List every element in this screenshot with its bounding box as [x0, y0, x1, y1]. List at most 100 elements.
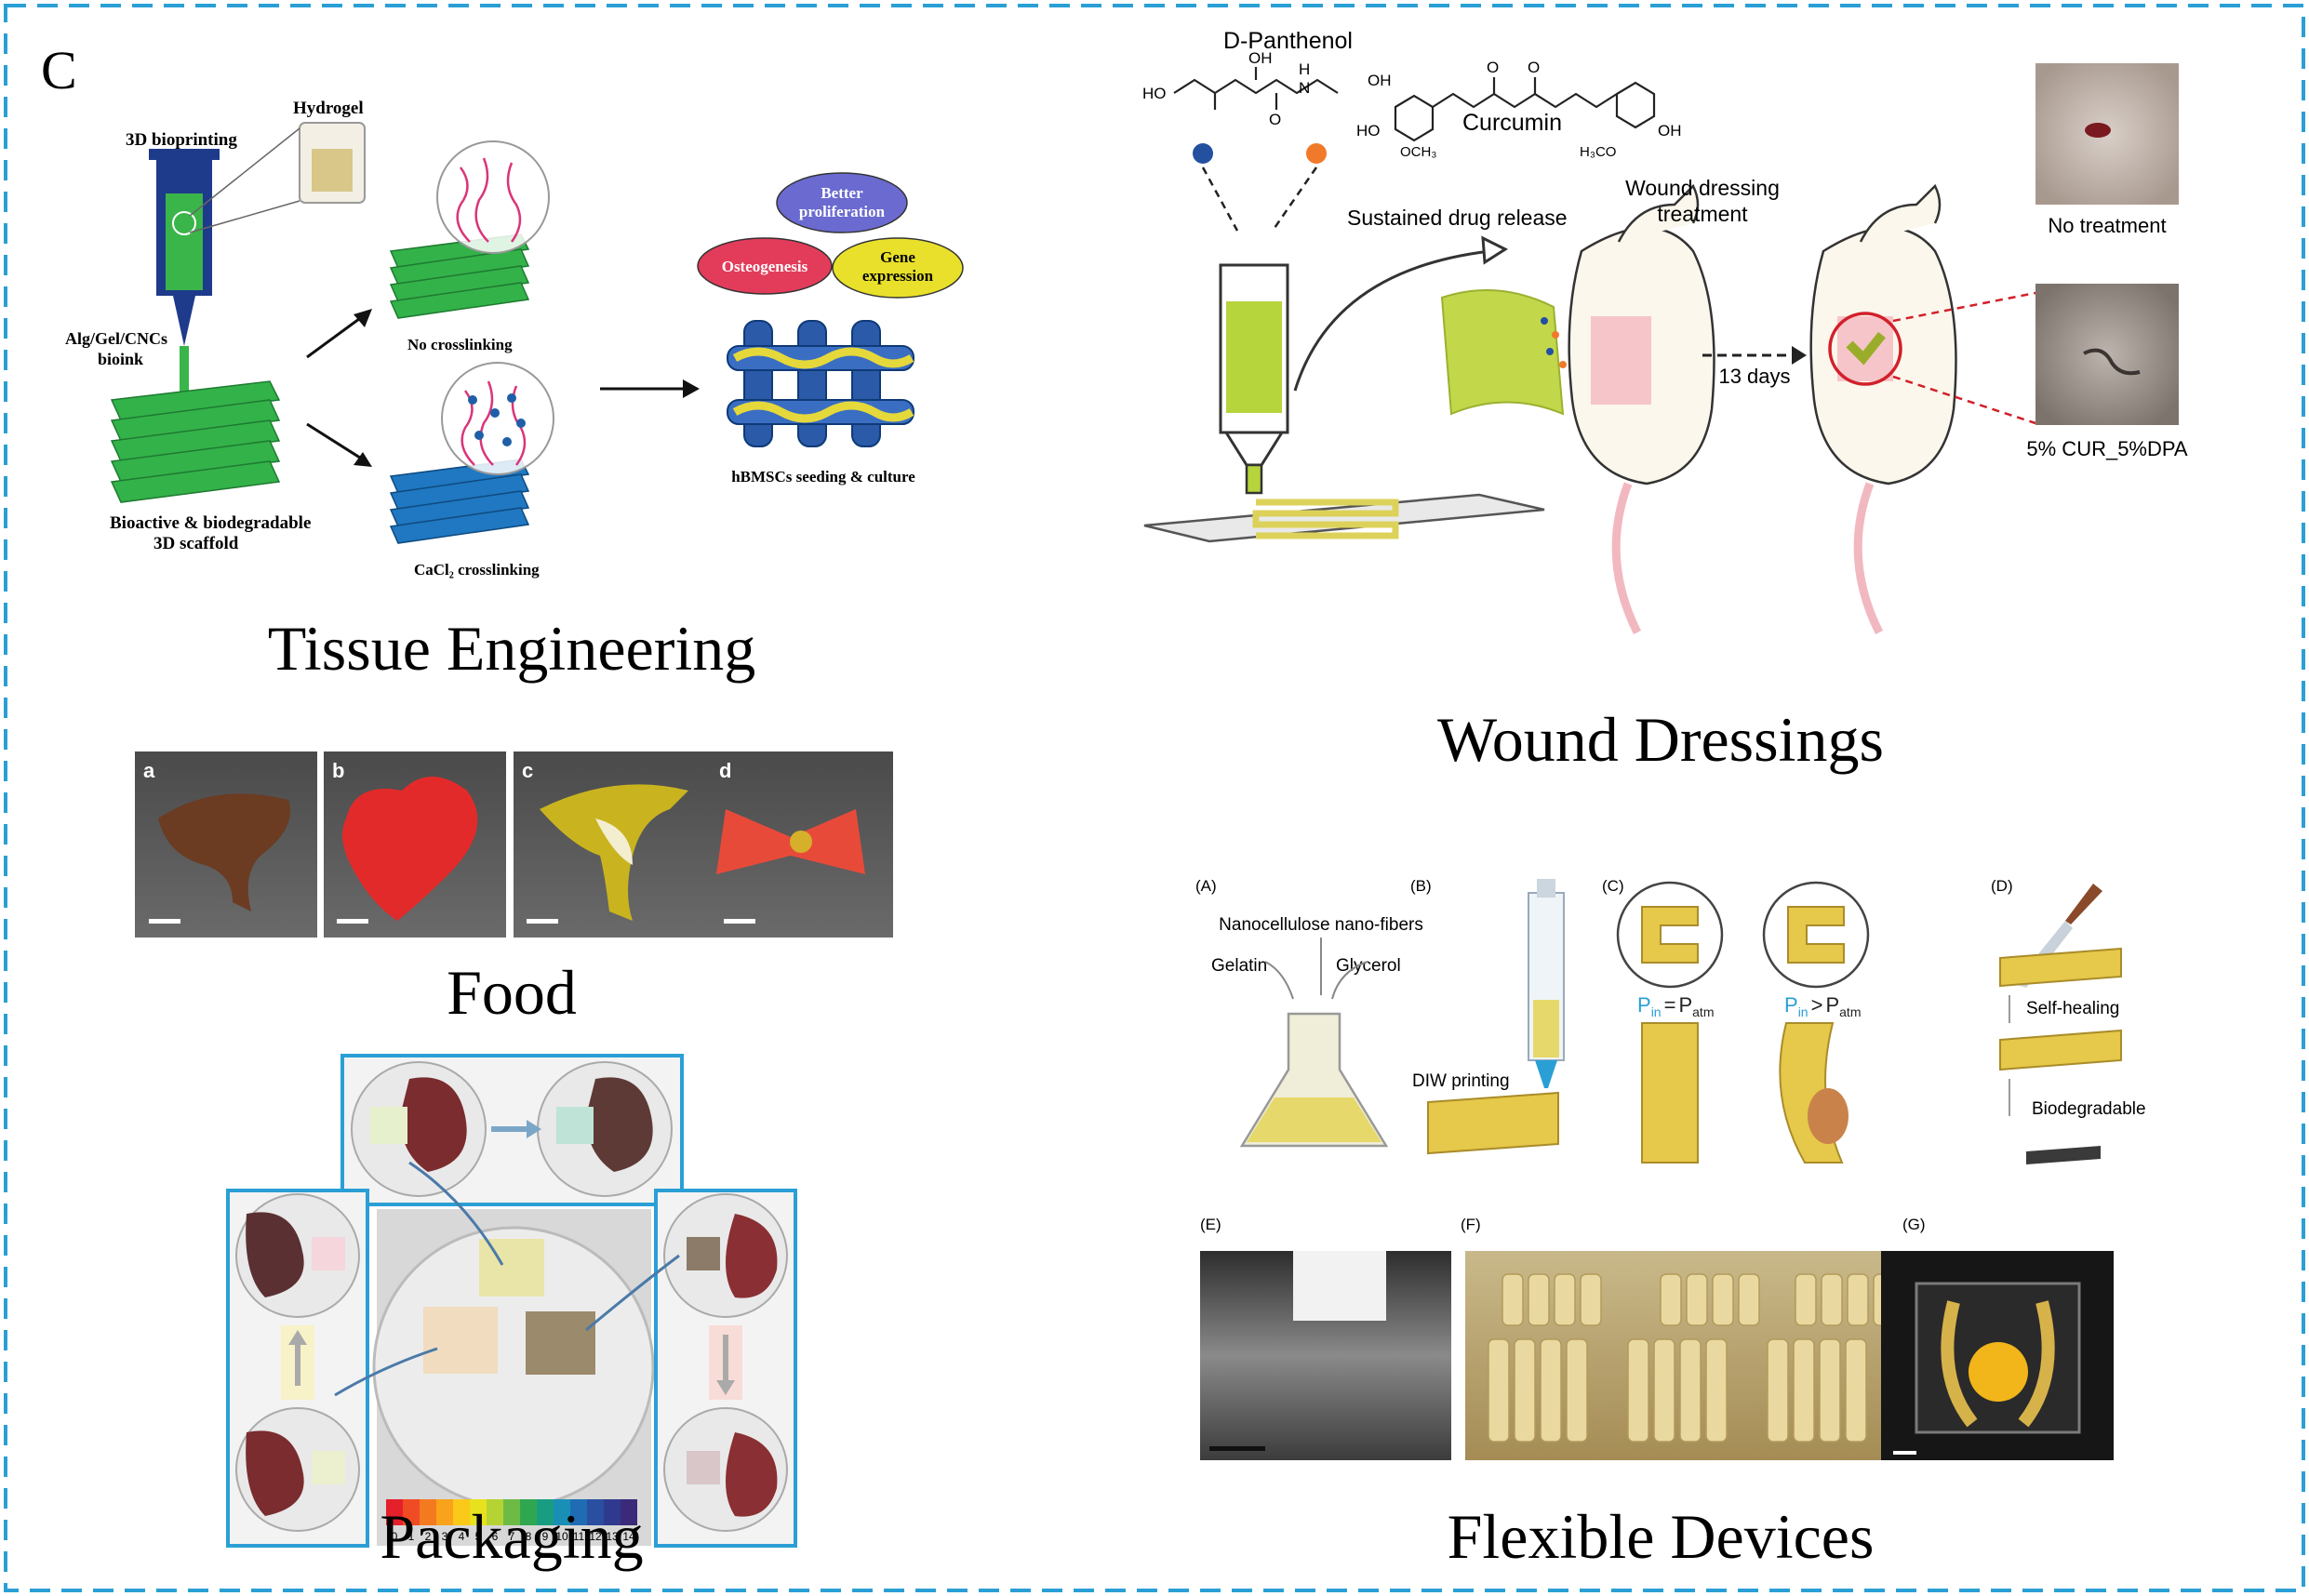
soft-actuator-block: [1793, 1338, 1815, 1443]
photo-g-gripper: [1941, 1300, 2055, 1428]
label-gelatin: Gelatin: [1211, 956, 1267, 976]
extruded-filament: [180, 346, 189, 392]
food-scale-bar-d: [724, 919, 755, 924]
soft-actuator-block: [1845, 1338, 1867, 1443]
tissue-engineering-schematic: 3D bioprinting Hydrogel Alg/Gel/CNCs bio…: [65, 99, 964, 579]
c-chamber-pressure: [1787, 906, 1845, 964]
meat-left-bottom: [246, 1430, 304, 1516]
arrow-head-3: [683, 379, 700, 398]
dashed-arrow-1: [1201, 166, 1239, 232]
ph-scale-label: 13: [606, 1530, 619, 1543]
dpanthenol-dot: [1193, 143, 1213, 164]
curved-arrow-head: [1481, 235, 1509, 265]
wound-spot: [2085, 123, 2111, 138]
label-gene: Gene: [880, 248, 915, 266]
ph-scale-label: 3: [442, 1530, 448, 1543]
panel-a-label: (A): [1195, 877, 1217, 895]
curved-arrow-to-dressing: [1293, 249, 1491, 392]
soft-actuator-block: [1821, 1273, 1843, 1326]
film-left-top: [312, 1237, 345, 1270]
rat-after-treatment: [1809, 183, 1957, 635]
arrow-top-head: [527, 1120, 541, 1138]
ph-color-swatch: [520, 1499, 537, 1525]
patm-p-2: P: [1825, 993, 1839, 1017]
title-packaging: Packaging: [380, 1501, 643, 1572]
ph-scale-label: 10: [555, 1530, 568, 1543]
soft-actuator-block: [1580, 1273, 1602, 1326]
chem-och3: OCH₃: [1400, 144, 1436, 160]
ph-scale-label: 6: [492, 1530, 499, 1543]
label-bioink-1: Alg/Gel/CNCs: [65, 329, 167, 348]
panel-d-label: (D): [1991, 877, 2013, 895]
c-egg: [1808, 1088, 1849, 1144]
curve-arrow-to-left: [334, 1347, 438, 1397]
ph-color-swatch: [403, 1499, 420, 1525]
printer-ink: [1226, 301, 1282, 413]
food-label-b: b: [332, 759, 344, 782]
dashed-arrow-2: [1271, 166, 1318, 232]
soft-actuator-block: [1653, 1338, 1675, 1443]
title-flexible-devices: Flexible Devices: [1448, 1501, 1875, 1572]
soft-actuator-block: [1566, 1338, 1588, 1443]
label-seeding: hBMSCs seeding & culture: [731, 468, 915, 485]
d-comb-healed: [1999, 1029, 2122, 1071]
dressing-film: [1440, 289, 1565, 416]
diw-printed-comb: [1427, 1091, 1559, 1155]
soft-actuator-block: [1540, 1338, 1562, 1443]
pin-p-1: P: [1637, 993, 1651, 1017]
ph-color-swatch: [621, 1499, 637, 1525]
chem-h3co: H₃CO: [1580, 144, 1616, 160]
panel-c-label: (C): [1602, 877, 1624, 895]
syringe-needle: [173, 296, 195, 346]
soft-actuator-block: [1738, 1273, 1760, 1326]
arrow-to-cacl2: [306, 422, 364, 461]
ph-color-swatch: [570, 1499, 587, 1525]
chem-ho-1: HO: [1142, 85, 1167, 102]
photo-e-print-head: [1293, 1251, 1386, 1321]
arrow-head-1: [354, 309, 372, 327]
ph-scale-label: 14: [622, 1530, 635, 1543]
chem-o-3: O: [1528, 59, 1540, 76]
yellow-dolphin: [540, 784, 688, 921]
outer-dashed-border: [4, 4, 2305, 1592]
c-zoom-pressure: [1762, 881, 1870, 989]
film-top-right: [556, 1107, 594, 1144]
photo-e-scale-bar: [1209, 1446, 1265, 1451]
healed-scar: [2083, 348, 2141, 376]
arrow-right-head: [716, 1380, 735, 1395]
film-brown: [526, 1311, 595, 1375]
chem-ho-2: HO: [1356, 122, 1381, 140]
soft-actuator-block: [1502, 1273, 1524, 1326]
label-scaffold-2: 3D scaffold: [153, 534, 239, 553]
label-d-panthenol: D-Panthenol: [1223, 28, 1353, 54]
green-scaffold: [110, 380, 281, 503]
chem-n: N: [1299, 79, 1310, 97]
meat-top-left: [400, 1077, 467, 1172]
title-food: Food: [447, 957, 577, 1028]
polymer-chains-1: [456, 157, 522, 243]
soft-actuator-block: [1712, 1273, 1734, 1326]
c-chamber-equal: [1641, 906, 1699, 964]
ph-color-swatch: [420, 1499, 436, 1525]
soft-actuator-block: [1528, 1273, 1550, 1326]
chem-o-1: O: [1269, 111, 1281, 128]
printer-nozzle: [1223, 431, 1285, 467]
pin-gt: >: [1811, 993, 1823, 1017]
meat-left-top: [246, 1212, 304, 1297]
ph-scale-label: 12: [589, 1530, 602, 1543]
food-scale-bar-b: [337, 919, 368, 924]
pin-eq: =: [1664, 993, 1676, 1017]
film-yellow: [479, 1239, 544, 1297]
meat-right-top: [726, 1214, 778, 1298]
ph-scale-label: 5: [475, 1530, 482, 1543]
hydrogel-jar: [312, 149, 353, 192]
patm-atm-1: atm: [1692, 1004, 1714, 1019]
no-crosslink-zoom: [436, 140, 550, 254]
label-bioink-2: bioink: [98, 350, 143, 368]
soft-actuator-block: [1686, 1273, 1708, 1326]
ph-color-swatch: [453, 1499, 470, 1525]
food-scale-bar-c: [527, 919, 558, 924]
d-comb-degraded: [2026, 1146, 2101, 1164]
red-heart: [342, 777, 478, 921]
chem-o-2: O: [1487, 59, 1499, 76]
